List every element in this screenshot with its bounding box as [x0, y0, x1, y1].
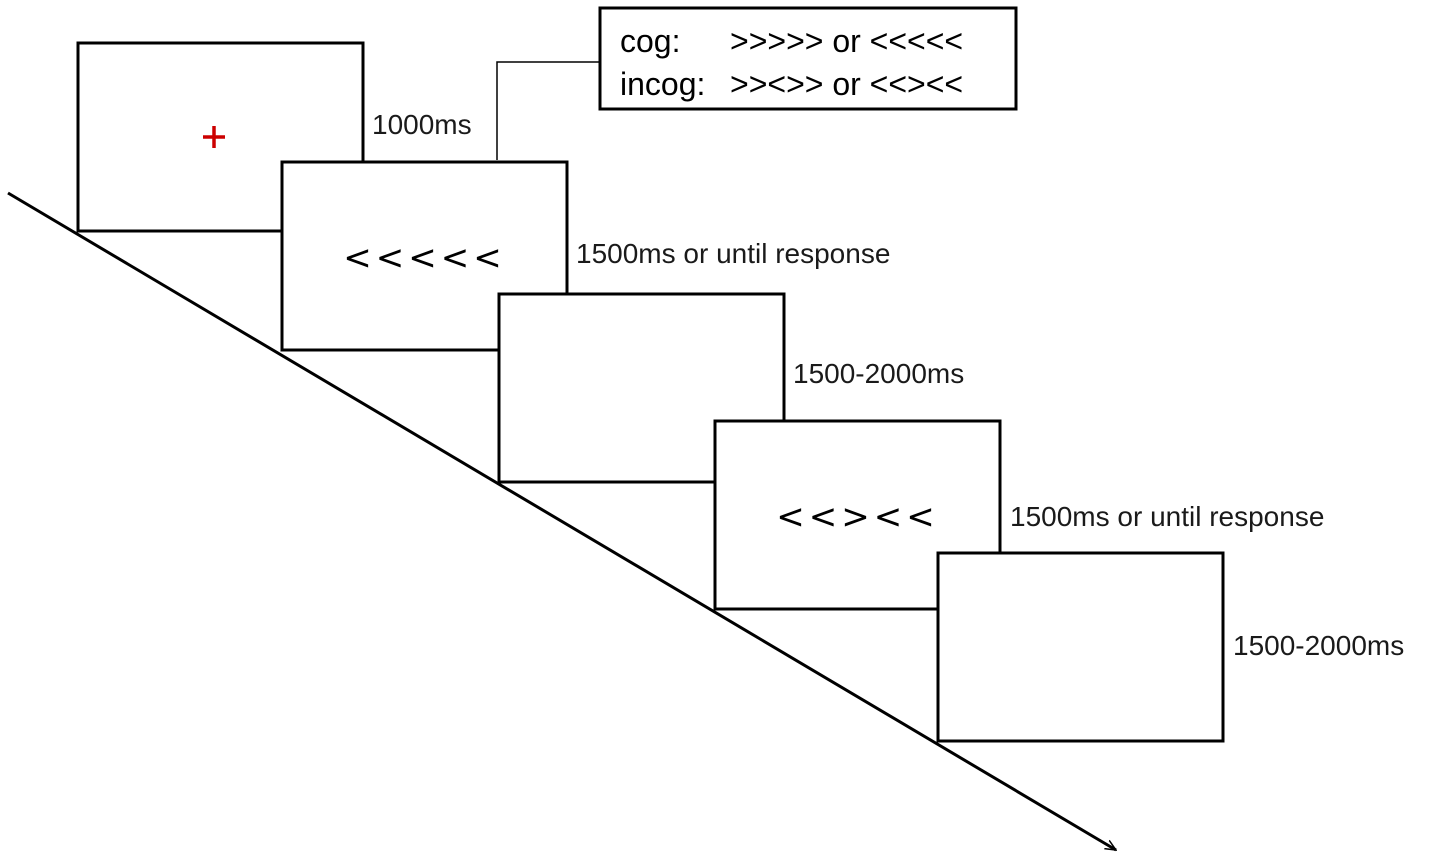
fixation-cross-icon	[203, 126, 225, 148]
legend-incog-value: >><>> or <<><<	[730, 66, 963, 102]
frame-blank-1: 1500-2000ms	[497, 292, 964, 484]
frame-3-duration: 1500-2000ms	[793, 358, 964, 389]
frame-4-duration: 1500ms or until response	[1010, 501, 1324, 532]
time-arrow	[7, 191, 1116, 852]
frame-5-duration: 1500-2000ms	[1233, 630, 1404, 661]
legend-box	[598, 6, 1018, 111]
legend-cog-value: >>>>> or <<<<<	[730, 23, 963, 59]
frame-2-stimulus: <<<<<	[343, 238, 505, 278]
frame-fixation: 1000ms	[76, 41, 472, 233]
frame-stimulus-incongruent: <<><< 1500ms or until response	[713, 419, 1324, 611]
frame-3-screen	[497, 292, 786, 484]
legend-cog-label: cog:	[620, 23, 680, 59]
condition-legend: cog: >>>>> or <<<<< incog: >><>> or <<><…	[598, 6, 1018, 111]
legend-connector-line	[496, 61, 600, 160]
legend-incog-label: incog:	[620, 66, 705, 102]
frame-4-stimulus: <<><<	[776, 497, 938, 537]
frame-1-duration: 1000ms	[372, 109, 472, 140]
frame-5-screen	[936, 551, 1225, 743]
frame-2-duration: 1500ms or until response	[576, 238, 890, 269]
frame-blank-2: 1500-2000ms	[936, 551, 1404, 743]
